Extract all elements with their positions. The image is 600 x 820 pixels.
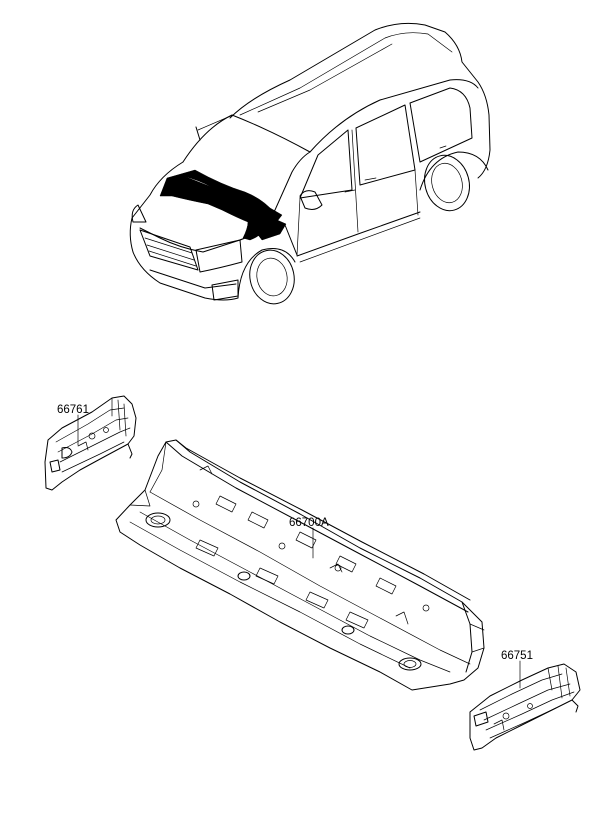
- part-66700A-drawing: [115, 439, 485, 691]
- part-label-66751: 66751: [501, 650, 533, 662]
- leader-lines: [77, 414, 521, 689]
- part-66751-drawing: [469, 663, 581, 751]
- minivan-illustration: [129, 22, 491, 305]
- part-label-66700A: 66700A: [289, 517, 329, 529]
- part-66761-drawing: [44, 395, 137, 491]
- part-label-66761: 66761: [57, 404, 89, 416]
